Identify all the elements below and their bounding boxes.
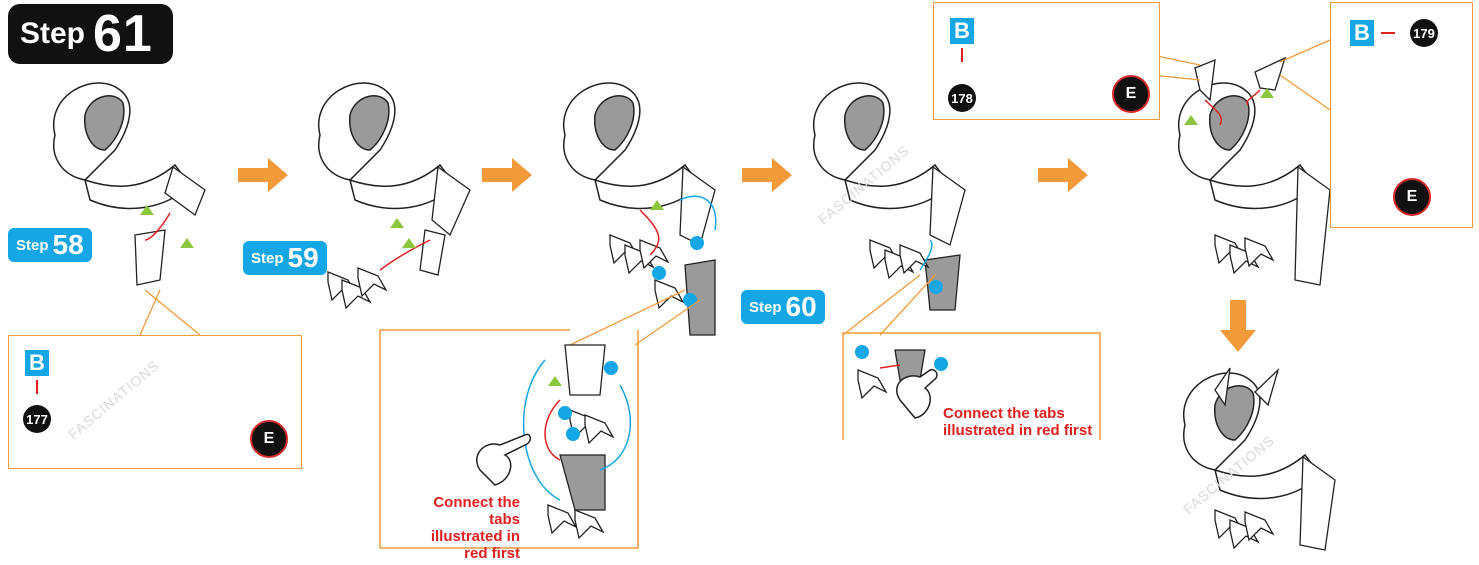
note-connect-tabs-2: Connect the tabs illustrated in red firs… (943, 405, 1092, 439)
part-number-179: 179 (1410, 19, 1438, 47)
part-number-177: 177 (23, 405, 51, 433)
part-number-178: 178 (948, 84, 976, 112)
sheet-b-badge: B (950, 18, 974, 44)
note-line-2: illustrated in red first (943, 422, 1092, 439)
note-line-1: Connect the tabs (943, 405, 1092, 422)
sheet-b-badge: B (1350, 20, 1374, 46)
callout-number: 59 (288, 242, 319, 274)
connector-line (1381, 32, 1395, 34)
side-e-badge: E (1393, 178, 1431, 216)
note-connect-tabs-1: Connect the tabs illustrated in red firs… (405, 494, 520, 562)
callout-word: Step (749, 299, 782, 316)
side-e-badge: E (250, 420, 288, 458)
callout-number: 58 (53, 229, 84, 261)
note-line-2: illustrated in red first (405, 528, 520, 562)
callout-number: 60 (786, 291, 817, 323)
connector-line (36, 380, 38, 394)
callout-word: Step (16, 237, 49, 254)
side-e-badge: E (1112, 75, 1150, 113)
figure-2 (319, 83, 470, 275)
step-59-callout: Step 59 (243, 241, 327, 275)
connector-line (961, 48, 963, 62)
callout-word: Step (251, 250, 284, 267)
sheet-b-badge: B (25, 350, 49, 376)
note-line-1: Connect the tabs (405, 494, 520, 528)
step-60-callout: Step 60 (741, 290, 825, 324)
step-58-callout: Step 58 (8, 228, 92, 262)
